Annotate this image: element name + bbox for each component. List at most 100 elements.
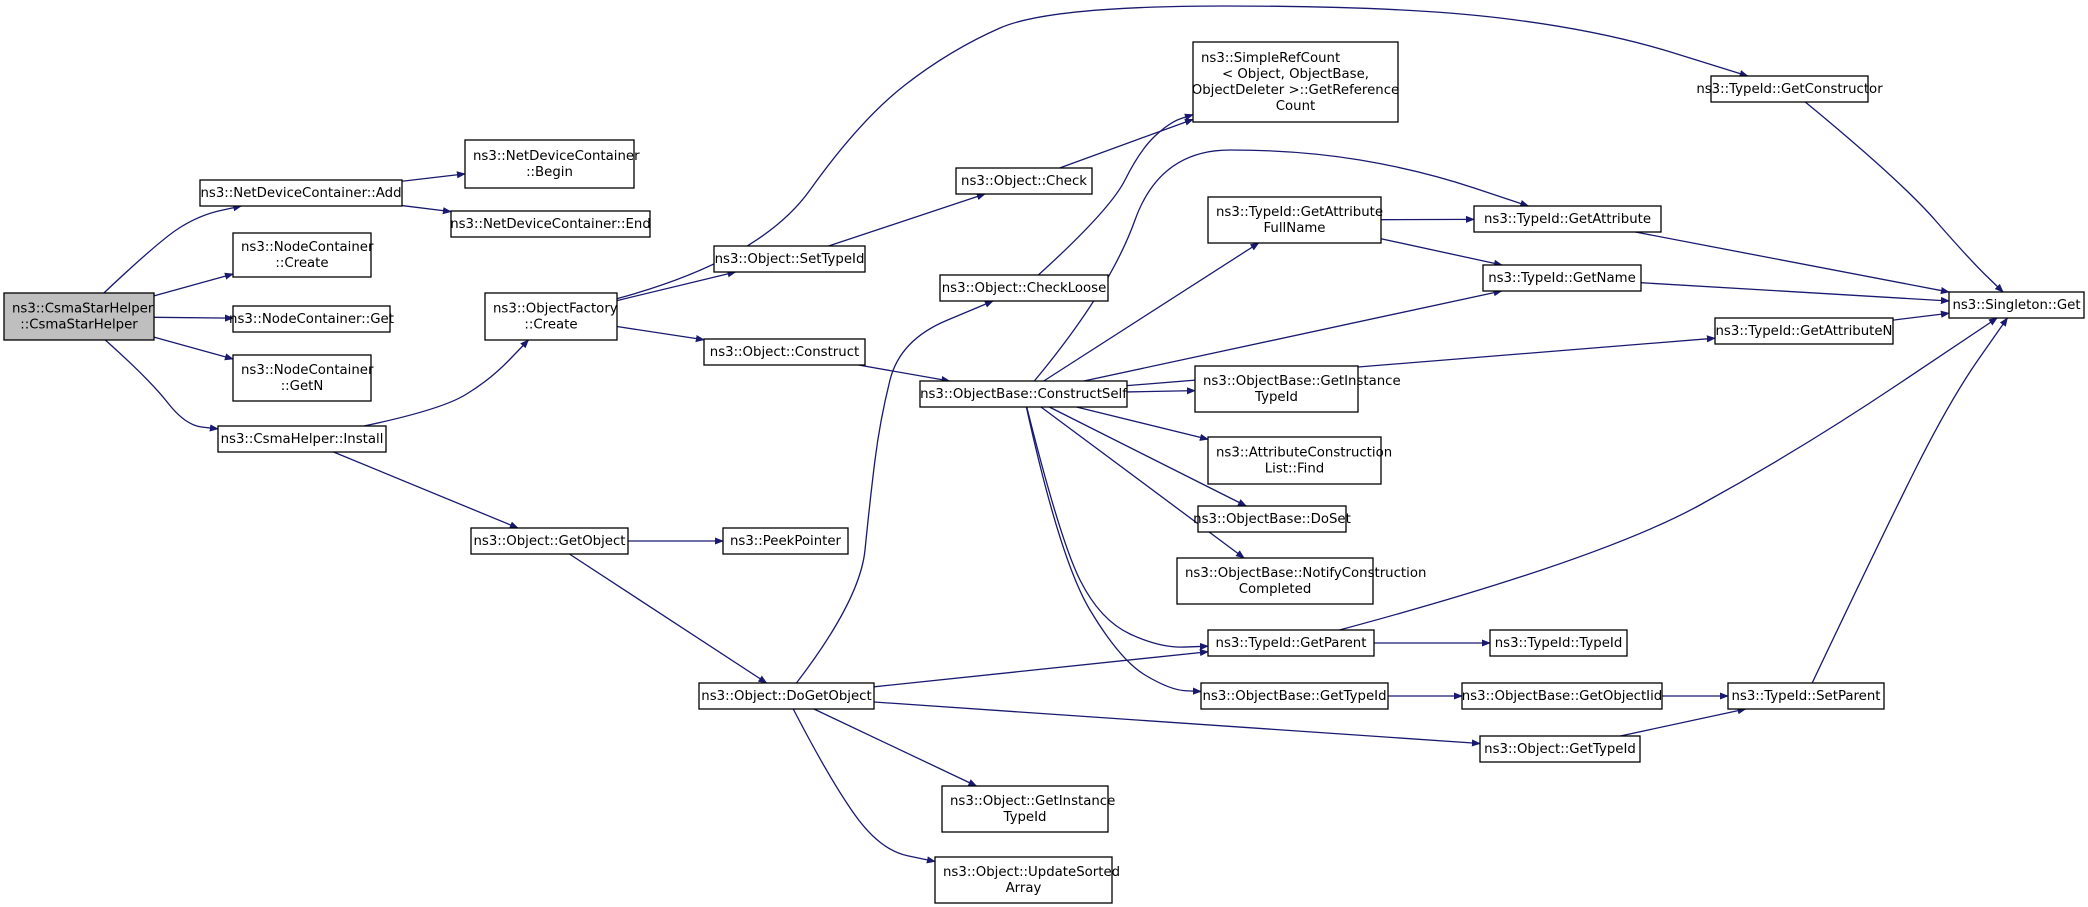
edge-arrow — [1076, 406, 1209, 441]
edge-n17-to-n21 — [1043, 242, 1260, 382]
edge-n6-to-n9 — [363, 339, 530, 427]
node-label: ns3::ObjectFactory — [493, 302, 618, 317]
edge-n16-to-n20 — [1037, 113, 1194, 276]
node-n36[interactable]: ns3::Singleton::Get — [1948, 291, 2085, 319]
node-label: ns3::PeekPointer — [730, 534, 842, 549]
node-box — [1207, 436, 1382, 485]
node-box — [1176, 557, 1374, 605]
edge-arrow — [333, 451, 519, 529]
node-n12[interactable]: ns3::Object::SetTypeId — [713, 245, 866, 273]
edge-arrow — [153, 336, 234, 361]
node-n31[interactable]: ns3::ObjectBase::GetObjectIid — [1461, 682, 1663, 710]
node-n13[interactable]: ns3::Object::Construct — [703, 338, 866, 366]
node-box — [1489, 629, 1628, 657]
node-label: ns3::TypeId::GetConstructor — [1696, 82, 1883, 97]
node-box — [955, 167, 1093, 195]
node-label: ns3::Object::GetObject — [473, 534, 625, 549]
edge-n1-to-n2 — [103, 204, 243, 294]
node-n26[interactable]: ns3::TypeId::GetParent — [1207, 629, 1375, 657]
edge-n14-to-n19 — [792, 708, 936, 864]
edge-n12-to-n15 — [828, 193, 986, 247]
node-n29[interactable]: ns3::TypeId::GetName — [1482, 264, 1642, 292]
edge-n17-to-n29 — [1083, 289, 1503, 382]
edge-arrow — [569, 553, 768, 684]
edge-arrow — [858, 364, 951, 384]
node-label: ::CsmaStarHelper — [20, 318, 138, 333]
node-box — [1194, 365, 1359, 413]
node-box — [1482, 264, 1642, 292]
node-box — [484, 292, 618, 341]
node-n15[interactable]: ns3::Object::Check — [955, 167, 1093, 195]
edge-arrow — [795, 300, 994, 684]
node-n30[interactable]: ns3::TypeId::TypeId — [1489, 629, 1628, 657]
edge-n13-to-n17 — [858, 364, 951, 384]
node-box — [1207, 196, 1382, 244]
node-label: ns3::NetDeviceContainer::Add — [200, 186, 401, 201]
edge-n17-to-n28 — [1033, 149, 1530, 382]
node-n7[interactable]: ns3::NetDeviceContainer::Begin — [464, 139, 640, 189]
edge-arrow — [153, 272, 234, 297]
node-n20[interactable]: ns3::SimpleRefCount< Object, ObjectBase,… — [1192, 41, 1399, 123]
node-n28[interactable]: ns3::TypeId::GetAttribute — [1473, 205, 1662, 233]
edge-arrow — [1049, 406, 1247, 507]
edge-n17-to-n22 — [1126, 387, 1196, 395]
node-n9[interactable]: ns3::ObjectFactory::Create — [484, 292, 618, 341]
edge-arrow — [401, 171, 466, 182]
node-label: Count — [1276, 99, 1316, 114]
edge-n28-to-n36 — [1635, 231, 1950, 295]
node-box — [939, 274, 1109, 302]
edge-n33-to-n36 — [1804, 101, 2004, 293]
node-label: Array — [1006, 881, 1042, 896]
node-box — [1479, 735, 1641, 763]
nodes-layer: ns3::CsmaStarHelper::CsmaStarHelperns3::… — [3, 41, 2085, 904]
node-n14[interactable]: ns3::Object::DoGetObject — [698, 682, 875, 710]
node-box — [919, 380, 1128, 408]
node-n33[interactable]: ns3::TypeId::GetConstructor — [1696, 75, 1883, 103]
edge-n21-to-n29 — [1380, 238, 1503, 267]
edge-n6-to-n10 — [333, 451, 519, 529]
node-n25[interactable]: ns3::ObjectBase::NotifyConstructionCompl… — [1176, 557, 1426, 605]
node-box — [722, 527, 849, 555]
node-label: < Object, ObjectBase, — [1222, 67, 1369, 82]
node-n24[interactable]: ns3::ObjectBase::DoSet — [1193, 505, 1351, 533]
node-label: ns3::Object::CheckLoose — [942, 281, 1107, 296]
node-n32[interactable]: ns3::Object::GetTypeId — [1479, 735, 1641, 763]
node-label: ns3::TypeId::TypeId — [1495, 636, 1623, 651]
edge-arrow — [1025, 406, 1202, 695]
node-label: ns3::NodeContainer — [241, 240, 374, 255]
edge-n14-to-n16 — [795, 300, 994, 684]
node-n4[interactable]: ns3::NodeContainer::Get — [229, 305, 394, 333]
edge-arrow — [1380, 238, 1503, 267]
node-n8[interactable]: ns3::NetDeviceContainer::End — [450, 210, 651, 238]
node-box — [232, 305, 391, 333]
node-n1[interactable]: ns3::CsmaStarHelper::CsmaStarHelper — [3, 292, 155, 341]
node-n17[interactable]: ns3::ObjectBase::ConstructSelf — [919, 380, 1128, 408]
edge-arrow — [873, 648, 1209, 688]
node-box — [713, 245, 866, 273]
node-n16[interactable]: ns3::Object::CheckLoose — [939, 274, 1109, 302]
node-n2[interactable]: ns3::NetDeviceContainer::Add — [199, 179, 403, 207]
node-n3[interactable]: ns3::NodeContainer::Create — [232, 232, 374, 278]
node-label: ns3::ObjectBase::GetTypeId — [1202, 689, 1386, 704]
node-box — [1714, 317, 1894, 345]
edge-n17-to-n24 — [1049, 406, 1247, 507]
edge-arrow — [828, 193, 986, 247]
node-n5[interactable]: ns3::NodeContainer::GetN — [232, 354, 374, 402]
node-box — [1948, 291, 2085, 319]
node-n6[interactable]: ns3::CsmaHelper::Install — [217, 425, 387, 453]
edge-n9-to-n13 — [616, 325, 705, 343]
node-n10[interactable]: ns3::Object::GetObject — [470, 527, 629, 555]
node-label: ns3::ObjectBase::ConstructSelf — [920, 387, 1127, 402]
node-n35[interactable]: ns3::TypeId::SetParent — [1727, 682, 1885, 710]
edge-n14-to-n26 — [873, 648, 1209, 688]
node-n11[interactable]: ns3::PeekPointer — [722, 527, 849, 555]
edge-arrow — [1026, 406, 1209, 651]
node-n34[interactable]: ns3::TypeId::GetAttributeN — [1714, 317, 1894, 345]
edge-arrow — [792, 708, 936, 864]
node-n27[interactable]: ns3::ObjectBase::GetTypeId — [1200, 682, 1389, 710]
